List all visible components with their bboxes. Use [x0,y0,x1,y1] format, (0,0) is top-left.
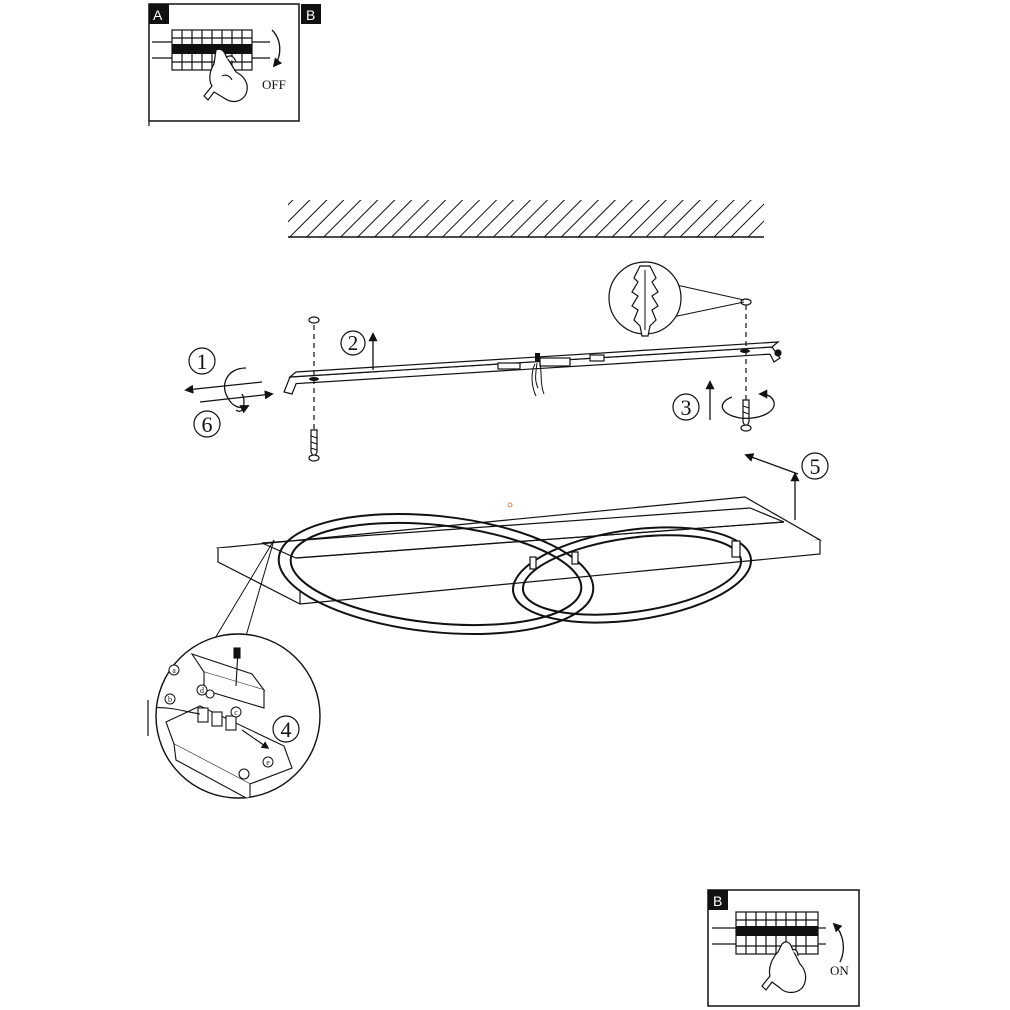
svg-text:b: b [168,695,172,704]
svg-text:5: 5 [810,454,821,479]
svg-text:3: 3 [681,395,692,420]
svg-text:e: e [266,758,270,767]
svg-text:d: d [200,686,204,695]
svg-text:4: 4 [281,717,292,742]
ring-supports [529,540,741,570]
corner-label-b: B [713,893,722,909]
step-badge-2: 2 [340,330,366,356]
svg-text:1: 1 [197,349,208,374]
breaker-off-panel: A B OFF [148,3,321,126]
step-badge-5: 5 [801,452,829,480]
rotate-down-arrow-icon [271,29,283,68]
step-badge-6: 6 [193,410,221,438]
right-screw-and-anchor [740,298,752,432]
step-badge-1: 1 [188,347,216,375]
breaker-box-icon [152,29,270,71]
corner-label-b-box [708,890,728,910]
svg-text:6: 6 [202,412,213,437]
light-fixture-canopy [215,496,822,605]
detail-label-a: a [168,664,180,676]
reference-dot [507,502,513,508]
wall-anchor-zoom [608,261,745,337]
large-ring [277,512,595,636]
switch-off-label: OFF [262,77,286,92]
step-1-6-arrows [184,367,274,414]
detail-label-d: d [196,684,208,696]
detail-label-e: e [262,756,274,768]
mains-cable [531,362,545,397]
breaker-on-panel: B ON [707,889,860,1007]
svg-text:a: a [172,666,176,675]
left-screw-and-anchor [308,316,320,462]
rotate-up-arrow-icon [832,922,845,963]
svg-text:2: 2 [348,331,359,355]
corner-label-b-box [301,4,321,24]
step-badge-3: 3 [672,393,700,421]
ceiling-surface [288,200,764,238]
detail-label-b: b [164,693,176,705]
corner-label-a: A [153,7,163,23]
hand-pointing-icon [203,48,248,103]
slide-arrow-icon [744,453,799,475]
hand-pointing-icon [761,941,807,994]
step-badge-4: 4 [272,715,300,743]
screw-turn-arrow-icon [721,389,775,419]
corner-label-a-box [149,4,169,24]
detail-label-c: c [230,706,242,718]
small-ring [512,526,752,624]
breaker-box-icon [712,911,826,955]
switch-on-label: ON [830,963,849,978]
mounting-bracket [283,341,782,395]
svg-text:c: c [234,708,238,717]
corner-label-b: B [306,7,315,23]
wiring-detail-zoom [147,539,321,799]
